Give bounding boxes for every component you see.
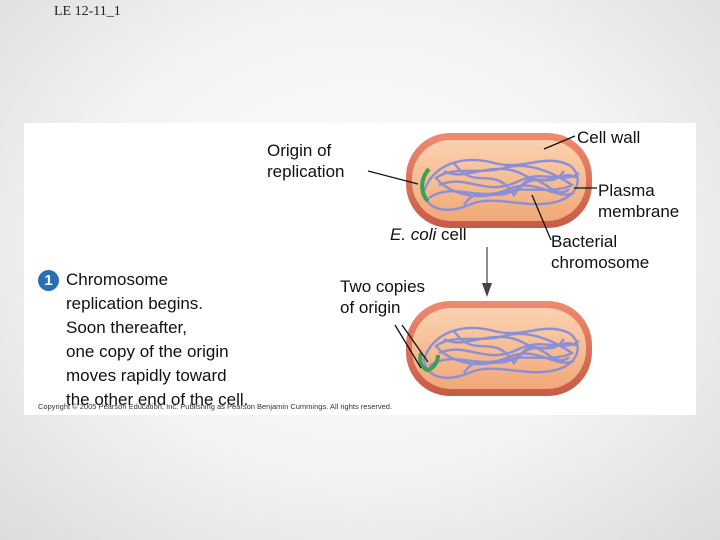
ecoli-cell-bottom	[406, 301, 592, 396]
down-arrow	[482, 247, 492, 297]
step-line: Soon thereafter,	[66, 318, 187, 337]
copyright-notice: Copyright © 2005 Pearson Education, Inc.…	[38, 402, 393, 411]
origin-of-replication-label: Origin of replication	[267, 141, 345, 181]
step-line: the other end of the cell.	[66, 390, 249, 409]
ecoli-cell-top	[406, 133, 592, 228]
ecoli-cell-label: E. coli cell	[390, 225, 467, 244]
step-number-badge: 1	[38, 270, 59, 291]
slide-title: LE 12-11_1	[54, 4, 121, 19]
plasma-membrane-label: Plasma membrane	[598, 181, 680, 221]
leader-lines	[367, 135, 597, 369]
two-copies-of-origin-label: Two copies of origin	[340, 277, 426, 317]
bacterial-chromosome-label: Bacterial chromosome	[551, 232, 650, 272]
step-line: replication begins.	[66, 294, 204, 313]
cell-illustrations	[367, 133, 597, 396]
step-line: moves rapidly toward	[66, 366, 227, 385]
cell-wall-label: Cell wall	[577, 128, 641, 147]
chromosome-top	[422, 158, 580, 212]
chromosome-bottom	[422, 326, 580, 380]
step-line: one copy of the origin	[66, 342, 229, 361]
origin-copies-bottom	[418, 352, 440, 373]
replication-figure: Origin of replication E. coli cell Two c…	[24, 123, 696, 415]
origin-top	[420, 167, 431, 203]
step-description: Chromosome replication begins. Soon ther…	[66, 268, 248, 412]
step-line: Chromosome	[66, 270, 169, 289]
